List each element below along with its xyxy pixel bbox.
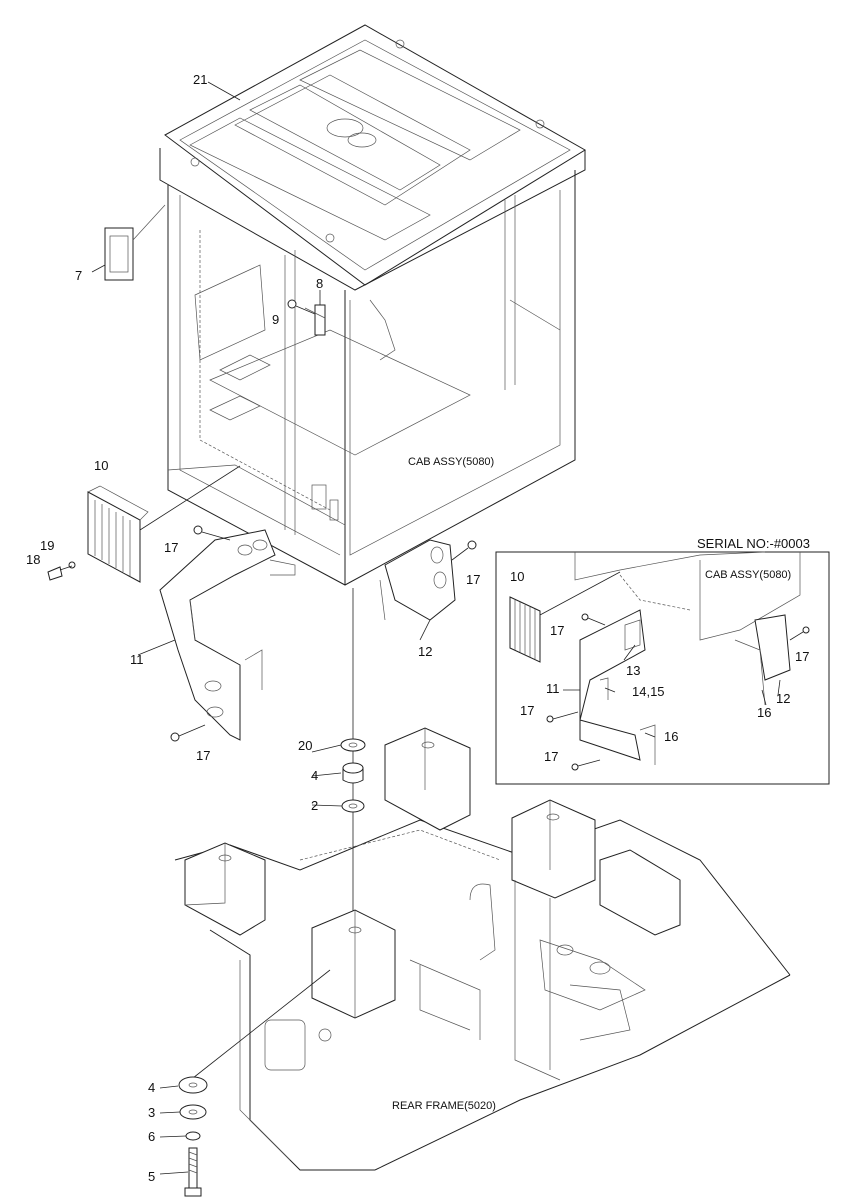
callout-21: 21 <box>193 72 207 87</box>
inset-callout-13: 13 <box>626 663 640 678</box>
part-7-bracket <box>91 204 166 281</box>
callout-17-c: 17 <box>196 748 210 763</box>
cab-body <box>167 170 576 586</box>
callout-2: 2 <box>311 798 318 813</box>
part-18-19-screw <box>47 561 76 581</box>
callout-20: 20 <box>298 738 312 753</box>
inset-callout-16-b: 16 <box>757 705 771 720</box>
inset-callout-17-a: 17 <box>550 623 564 638</box>
callout-7: 7 <box>75 268 82 283</box>
callout-17-b: 17 <box>466 572 480 587</box>
inset-callout-10: 10 <box>510 569 524 584</box>
callout-3: 3 <box>148 1105 155 1120</box>
rear-frame-label: REAR FRAME(5020) <box>392 1100 496 1112</box>
callout-8: 8 <box>316 276 323 291</box>
leader-lines <box>137 81 431 1175</box>
callout-19: 19 <box>40 538 54 553</box>
inset-callout-14-15: 14,15 <box>632 684 665 699</box>
callout-4-a: 4 <box>311 768 318 783</box>
inset-callout-17-b: 17 <box>520 703 534 718</box>
cab-roof <box>159 24 586 291</box>
callout-10: 10 <box>94 458 108 473</box>
callout-12: 12 <box>418 644 432 659</box>
inset-callout-16-a: 16 <box>664 729 678 744</box>
part-11-bracket <box>159 525 296 742</box>
mount-stack-center <box>340 588 366 935</box>
mount-stack-bottom <box>178 969 331 1197</box>
inset-callout-17-c: 17 <box>544 749 558 764</box>
callout-17-a: 17 <box>164 540 178 555</box>
callout-9: 9 <box>272 312 279 327</box>
inset-callout-11: 11 <box>546 681 560 696</box>
part-12-bracket <box>379 539 477 621</box>
callouts: 21 7 8 9 10 19 18 17 17 17 11 12 20 4 2 … <box>26 72 810 1184</box>
callout-6: 6 <box>148 1129 155 1144</box>
part-10-filter <box>87 465 241 583</box>
serial-label: SERIAL NO:-#0003 <box>697 536 810 551</box>
inset-box: CAB ASSY(5080) 10 17 13 11 14,15 17 16 1… <box>495 551 830 785</box>
callout-5: 5 <box>148 1169 155 1184</box>
inset-callout-17-d: 17 <box>795 649 809 664</box>
callout-11: 11 <box>130 652 144 667</box>
cab-assy-label: CAB ASSY(5080) <box>408 456 494 468</box>
callout-4-b: 4 <box>148 1080 155 1095</box>
inset-cab-assy-label: CAB ASSY(5080) <box>705 569 791 581</box>
rear-frame <box>174 727 791 1171</box>
part-8-9-latch <box>287 290 326 336</box>
callout-18: 18 <box>26 552 40 567</box>
inset-callout-12: 12 <box>776 691 790 706</box>
